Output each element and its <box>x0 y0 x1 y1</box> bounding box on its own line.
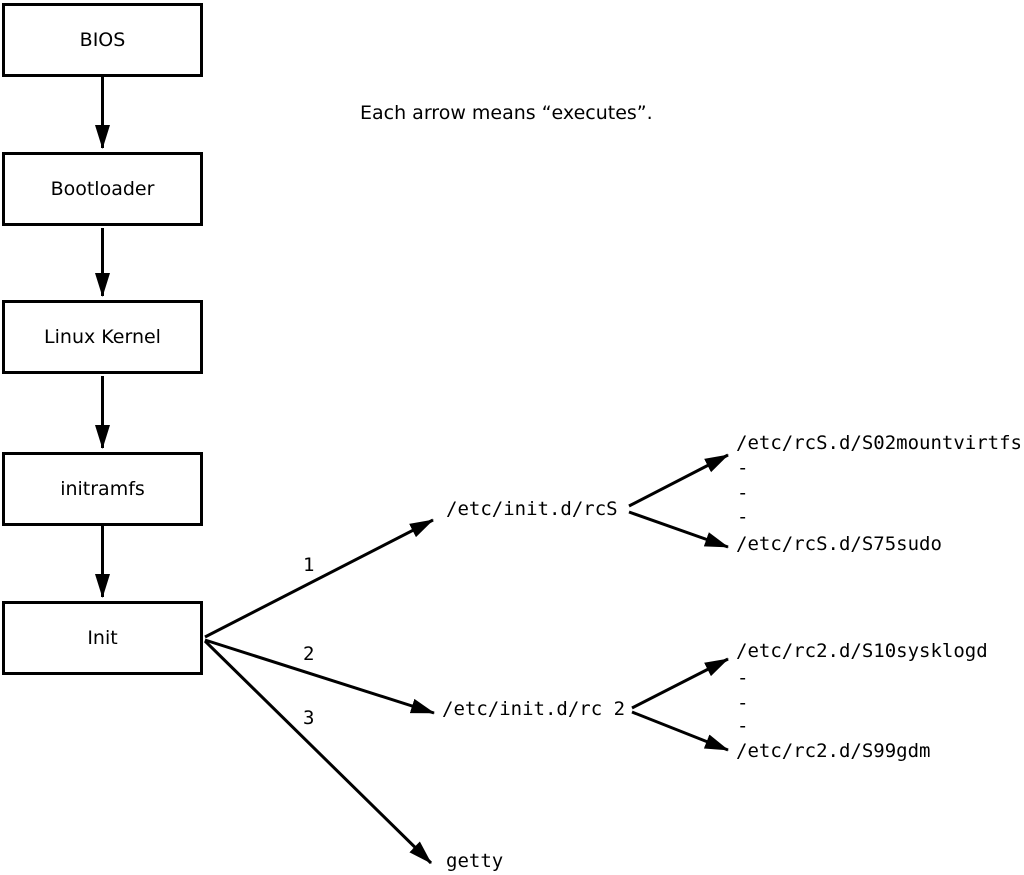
edge-rcs-s75sudo <box>628 510 729 549</box>
edge-rc2-s10sysklogd <box>631 657 729 710</box>
ellipsis-dash: - <box>737 667 749 689</box>
node-init: Init <box>2 601 203 675</box>
node-initramfs: initramfs <box>2 452 203 526</box>
ellipsis-dash: - <box>737 482 749 504</box>
node-bootloader-label: Bootloader <box>50 178 155 200</box>
note-arrow-meaning: Each arrow means “executes”. <box>360 102 653 124</box>
label-etc-rc2-d-s10sysklogd: /etc/rc2.d/S10sysklogd <box>736 640 988 662</box>
edge-init-rc2 <box>204 638 435 715</box>
node-bios: BIOS <box>2 3 203 77</box>
ellipsis-dash: - <box>737 715 749 737</box>
ellipsis-dash: - <box>737 457 749 479</box>
edge-init-rcs <box>204 518 434 639</box>
node-bootloader: Bootloader <box>2 152 203 226</box>
edge-label-1: 1 <box>303 554 315 576</box>
label-etc-rcs-d-s75sudo: /etc/rcS.d/S75sudo <box>736 533 942 555</box>
node-initramfs-label: initramfs <box>60 478 145 500</box>
label-etc-rcs-d-s02mountvirtfs: /etc/rcS.d/S02mountvirtfs <box>736 432 1022 454</box>
label-etc-init-d-rc2: /etc/init.d/rc 2 <box>442 698 626 720</box>
node-linux-kernel: Linux Kernel <box>2 300 203 374</box>
ellipsis-dash: - <box>737 506 749 528</box>
edge-init-getty <box>203 639 433 865</box>
label-getty: getty <box>446 850 504 872</box>
edge-label-3: 3 <box>303 707 315 729</box>
ellipsis-dash: - <box>737 692 749 714</box>
label-etc-rc2-d-s99gdm: /etc/rc2.d/S99gdm <box>736 740 931 762</box>
node-bios-label: BIOS <box>79 29 126 51</box>
label-etc-init-d-rcs: /etc/init.d/rcS <box>446 498 618 520</box>
node-linux-kernel-label: Linux Kernel <box>44 326 161 348</box>
node-init-label: Init <box>87 627 118 649</box>
edge-rcs-s02mountvirtfs <box>628 453 729 508</box>
edge-label-2: 2 <box>303 643 315 665</box>
edge-rc2-s99gdm <box>631 710 729 752</box>
